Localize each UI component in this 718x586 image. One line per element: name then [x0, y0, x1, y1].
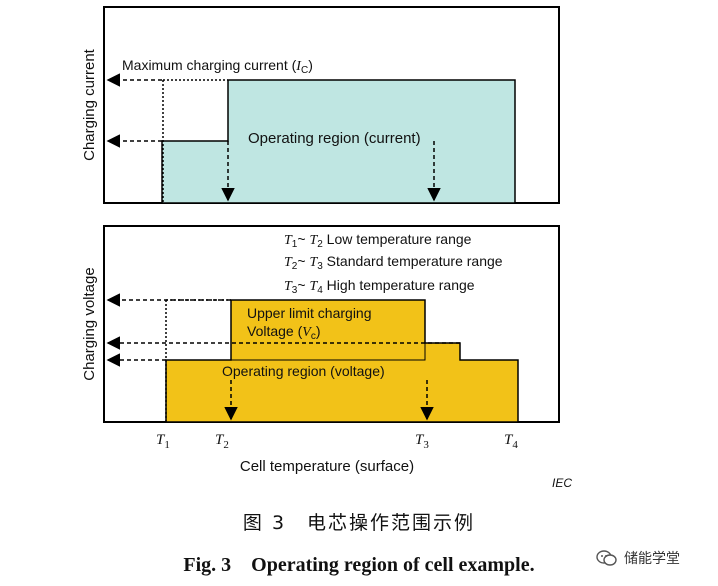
current-region-label: Operating region (current)	[248, 130, 421, 147]
watermark-text: 储能学堂	[624, 551, 680, 567]
source-tag: IEC	[552, 476, 572, 490]
x-tick-label: T2	[215, 432, 229, 451]
x-axis-label: Cell temperature (surface)	[240, 458, 414, 475]
x-axis-ticks: T1 T2 T3 T4	[156, 432, 518, 451]
voltage-region-label: Operating region (voltage)	[222, 363, 385, 379]
upper-limit-label-line2: Voltage (Vc)	[247, 323, 321, 342]
legend-row: T2~ T3 Standard temperature range	[284, 253, 503, 272]
x-tick-label: T3	[415, 432, 429, 451]
max-current-label: Maximum charging current (IC)	[122, 57, 313, 76]
upper-limit-label-line1: Upper limit charging	[247, 305, 372, 321]
watermark: 储能学堂	[596, 548, 680, 568]
current-y-label: Charging current	[81, 48, 98, 161]
caption-chinese: 图 3 电芯操作范围示例	[242, 512, 476, 534]
wechat-icon	[596, 550, 617, 566]
caption-english: Fig. 3 Operating region of cell example.	[183, 554, 535, 576]
legend-row: T3~ T4 High temperature range	[284, 277, 475, 296]
legend-row: T1~ T2 Low temperature range	[284, 231, 472, 250]
x-tick-label: T4	[504, 432, 518, 451]
x-tick-label: T1	[156, 432, 170, 451]
voltage-y-label: Charging voltage	[81, 267, 98, 380]
upper-limit-band	[230, 299, 426, 361]
diagram-canvas: Charging current Maximum charging curren…	[81, 6, 572, 490]
